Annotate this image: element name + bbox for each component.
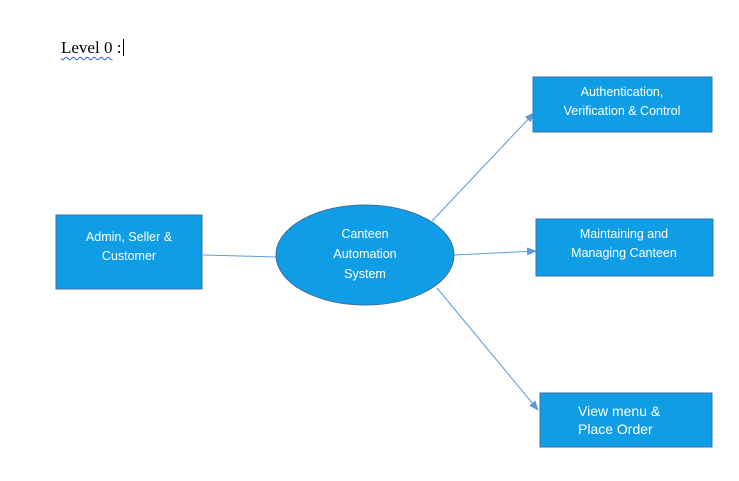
output-2-label-line-1: Maintaining and	[580, 227, 668, 241]
heading-separator: :	[112, 38, 122, 57]
process-label-line-3: System	[344, 267, 386, 281]
actor-box: Admin, Seller & Customer	[55, 214, 203, 290]
process-ellipse: Canteen Automation System	[275, 204, 455, 306]
output-2-label-line-2: Managing Canteen	[571, 246, 677, 260]
diagram-heading: Level 0 :	[61, 38, 125, 58]
connector-actor-center	[202, 254, 277, 258]
output-3-label-line-1: View menu &	[578, 403, 661, 419]
process-label-line-2: Automation	[333, 247, 396, 261]
arrow-center-maintaining	[453, 247, 537, 256]
output-1-label-line-1: Authentication,	[581, 85, 664, 99]
output-box-authentication: Authentication, Verification & Control	[532, 76, 713, 133]
heading-level-text: Level 0	[61, 38, 113, 57]
actor-label-line-1: Admin, Seller &	[86, 230, 173, 244]
output-box-view-menu: View menu & Place Order	[539, 392, 713, 448]
arrow-center-authentication	[431, 112, 535, 222]
output-box-maintaining: Maintaining and Managing Canteen	[535, 218, 714, 277]
process-label-line-1: Canteen	[341, 227, 388, 241]
output-1-label-line-2: Verification & Control	[564, 104, 681, 118]
arrow-center-view-menu	[436, 287, 539, 411]
actor-label-line-2: Customer	[102, 249, 156, 263]
text-cursor	[123, 39, 125, 56]
output-3-label-line-2: Place Order	[578, 421, 653, 437]
